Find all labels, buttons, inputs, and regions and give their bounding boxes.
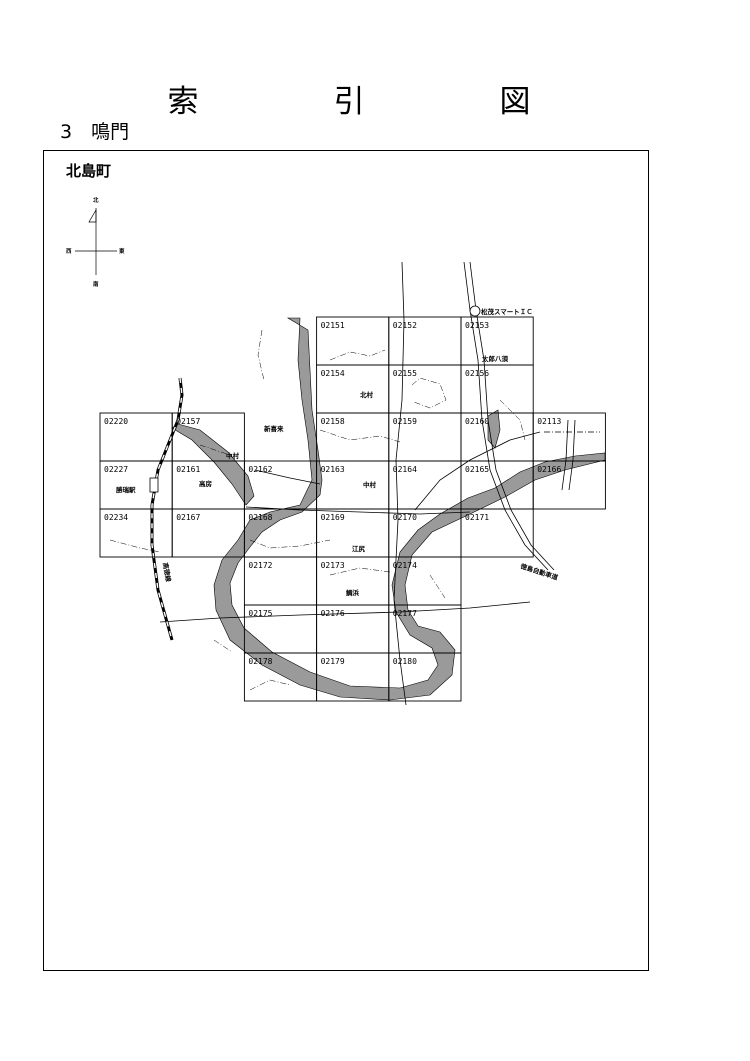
- place-ejiri: 江尻: [352, 544, 366, 553]
- map-frame: [43, 150, 649, 971]
- district-name: 北島町: [66, 162, 112, 180]
- sheet-number-label: 02157: [176, 417, 200, 426]
- sheet-number-label: 02168: [248, 513, 272, 522]
- sheet-number-label: 02170: [393, 513, 417, 522]
- sheet-number-label: 02163: [321, 465, 345, 474]
- sheet-number-label: 02165: [465, 465, 489, 474]
- place-shozui-station: 勝瑞駅: [116, 485, 136, 494]
- compass-north-label: 北: [93, 196, 99, 204]
- sheet-number-label: 02151: [321, 321, 345, 330]
- page-title: 索 引 図: [167, 84, 583, 120]
- roads: [159, 261, 600, 706]
- compass-south-label: 南: [93, 280, 99, 288]
- sheet-number-label: 02173: [321, 561, 345, 570]
- sheet-cell[interactable]: [532, 460, 606, 510]
- sheet-number-label: 02113: [537, 417, 561, 426]
- sheet-number-label: 02156: [465, 369, 489, 378]
- sheet-number-label: 02179: [321, 657, 345, 666]
- sheet-number-label: 02174: [393, 561, 417, 570]
- sheet-number-label: 02177: [393, 609, 417, 618]
- compass-east-label: 東: [119, 247, 125, 255]
- sheet-number-label: 02234: [104, 513, 128, 522]
- sheet-number-label: 02176: [321, 609, 345, 618]
- sheet-number-label: 02154: [321, 369, 345, 378]
- railway: [149, 377, 184, 641]
- compass-rose: [75, 208, 117, 275]
- sheet-number-label: 02152: [393, 321, 417, 330]
- place-nishikihama: 鯛浜: [346, 588, 360, 597]
- sheet-number-label: 02227: [104, 465, 128, 474]
- place-tarobe-hachisu: 太郎八須: [481, 354, 509, 363]
- place-matsushige-ic: 松茂スマートＩＣ: [481, 307, 533, 316]
- sheet-number-label: 02169: [321, 513, 345, 522]
- sheet-number-label: 02162: [248, 465, 272, 474]
- place-expressway: 徳島自動車道: [518, 561, 559, 582]
- sheet-number-label: 02155: [393, 369, 417, 378]
- interchange-icon: [469, 305, 481, 317]
- sheet-cell[interactable]: [388, 652, 462, 702]
- boundaries: [109, 329, 526, 691]
- section-title: 3 鳴門: [60, 121, 130, 143]
- sheet-number-label: 02220: [104, 417, 128, 426]
- sheet-number-label: 02161: [176, 465, 200, 474]
- sheet-cell[interactable]: [460, 508, 534, 558]
- sheet-number-label: 02160: [465, 417, 489, 426]
- place-nakamura-west: 中村: [226, 451, 240, 460]
- place-shinkiraiku: 新喜来: [264, 424, 284, 433]
- sheet-grid: 02151 02152 02153 02154 02155 02156 02220 02157…: [99, 316, 606, 702]
- sheet-number-label: 02164: [393, 465, 417, 474]
- sheet-number-label: 02159: [393, 417, 417, 426]
- sheet-number-label: 02171: [465, 513, 489, 522]
- sheet-number-label: 02180: [393, 657, 417, 666]
- sheet-number-label: 02153: [465, 321, 489, 330]
- sheet-number-label: 02178: [248, 657, 272, 666]
- sheet-number-label: 02172: [248, 561, 272, 570]
- compass-west-label: 西: [66, 247, 72, 255]
- sheet-number-label: 02158: [321, 417, 345, 426]
- sheet-number-label: 02167: [176, 513, 200, 522]
- place-nakamura-center: 中村: [363, 480, 377, 489]
- place-kotoku-line: 高徳線: [161, 562, 173, 583]
- sheet-number-label: 02175: [248, 609, 272, 618]
- sheet-number-label: 02166: [537, 465, 561, 474]
- place-takabo: 高房: [199, 479, 213, 488]
- place-kitamura: 北村: [360, 390, 374, 399]
- place-labels: 松茂スマートＩＣ 太郎八須 北村 新喜来 中村 中村 高房 勝瑞駅 江尻 鯛浜 …: [116, 305, 560, 597]
